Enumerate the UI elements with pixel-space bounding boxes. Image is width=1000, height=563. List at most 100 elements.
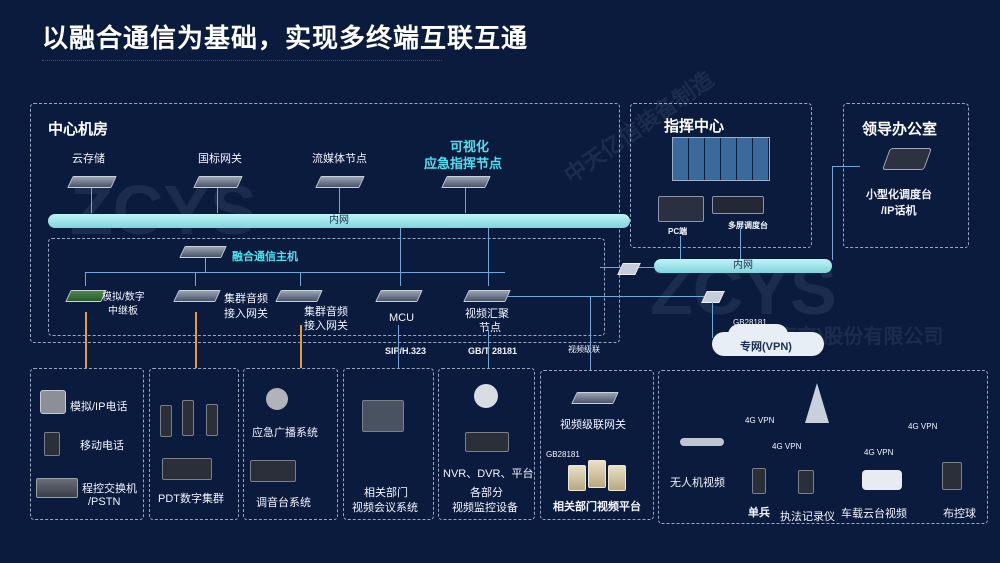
cascade-gateway-icon [571,392,619,404]
broadcast-box [243,368,338,520]
video-aggregation-label-1: 视频汇聚 [465,308,509,320]
connector [339,188,340,213]
monitoring-box [438,368,535,520]
conference-box [343,368,434,520]
vehicle-label: 车载云台视频 [841,508,907,520]
drone-icon [680,438,724,446]
soldier-device-icon [752,468,766,494]
connector [508,296,590,297]
video-aggregation-label-2: 节点 [479,322,501,334]
audio-gateway-1-label-2: 接入网关 [224,308,268,320]
connector [508,296,704,297]
desk-dispatch-phone-icon [881,148,933,170]
vpn-label-1: 4G VPN [745,416,775,425]
streaming-server-icon [315,176,365,188]
leader-device-label-2: /IP话机 [881,205,917,217]
dome-camera-icon [474,384,498,408]
audio-gateway-2-label-1: 集群音频 [304,306,348,318]
audio-gateway-2-icon [275,290,323,302]
leader-office-label: 领导办公室 [862,121,938,138]
soldier-label: 单兵 [748,507,770,519]
command-node-label-1: 可视化 [450,139,490,154]
storage-label: 云存储 [72,153,105,165]
conference-label-1: 相关部门 [364,487,408,499]
pc-console-icon [658,196,704,222]
connector [488,330,489,368]
connector [205,258,206,272]
gateway-label: 国标网关 [198,153,242,165]
gbt-protocol-label: GB/T 28181 [468,346,518,356]
conference-terminal-icon [362,400,404,432]
audio-gateway-1-icon [173,290,221,302]
relay-label-1: 模拟/数字 [102,292,145,303]
command-node-server-icon [441,176,491,188]
mobile-terminals-box [658,370,988,524]
streaming-label: 流媒体节点 [312,153,367,165]
pc-label: PC端 [668,227,688,236]
page-title: 以融合通信为基础，实现多终端互联互通 [42,23,529,53]
pbx-label-2: /PSTN [88,496,121,508]
base-station-icon [162,458,212,480]
monitor-label-1: 各部分 [470,487,503,499]
relay-board-icon [65,290,107,302]
mixer-icon [250,460,296,482]
cascade-protocol-label: 视频级联 [568,345,600,354]
connector [590,296,591,370]
monitor-label-2: 视频监控设备 [452,502,518,514]
radio-icon [182,400,194,436]
vpn-label-2: 4G VPN [772,442,802,451]
connector [195,272,196,286]
gb28181-top-label: GB28181 [733,318,767,327]
command-center-box [630,103,812,248]
connector [300,272,301,286]
title-divider [42,60,442,61]
radio-icon [206,404,218,436]
intranet-bus: 内网 [48,214,630,228]
audio-gateway-2-label-2: 接入网关 [304,320,348,332]
connector [217,188,218,213]
connector [85,272,505,273]
connector [398,325,399,368]
vpn-label-3: 4G VPN [864,448,894,457]
vehicle-icon [862,470,902,490]
connector [85,312,87,368]
connector [465,188,466,213]
multi-screen-dispatch-icon [712,196,764,214]
vpn-cloud-label: 专网(VPN) [740,341,792,353]
gb28181-bottom-label: GB28181 [546,450,580,459]
broadcast-label: 应急广播系统 [252,427,318,439]
dispatch-label: 多屏调度台 [728,221,768,230]
sip-protocol-label: SIP/H.323 [385,346,427,356]
switch-icon [701,291,725,303]
pdt-box [149,368,239,520]
connector [832,166,860,167]
switch-icon [617,263,641,275]
storage-server-icon [67,176,117,188]
ip-phone-label: 模拟/IP电话 [70,401,128,413]
connector [400,228,401,286]
vpn-cloud-part [728,324,788,346]
connector [712,302,713,338]
fusion-host-box [48,238,605,336]
pbx-label-1: 程控交换机 [82,483,137,495]
vpn-tower-icon [805,383,829,423]
audio-gateway-1-label-1: 集群音频 [224,293,268,305]
mcu-icon [375,290,423,302]
connector [740,228,741,259]
vpn-label-4: 4G VPN [908,422,938,431]
video-aggregation-icon [463,290,511,302]
command-node-label-2: 应急指挥节点 [424,156,503,171]
cascade-gateway-label: 视频级联网关 [560,419,626,431]
ball-label: 布控球 [943,508,976,520]
connector [195,312,197,368]
connector [680,236,681,259]
phone-box [30,368,144,520]
surveillance-ball-icon [942,462,962,490]
mcu-label: MCU [389,312,415,324]
center-room-label: 中心机房 [48,121,109,138]
mobile-phone-icon [44,432,60,456]
fusion-host-label: 融合通信主机 [232,251,298,263]
server-icon [568,465,586,491]
cascade-box [540,370,654,520]
drone-label: 无人机视频 [670,477,725,489]
